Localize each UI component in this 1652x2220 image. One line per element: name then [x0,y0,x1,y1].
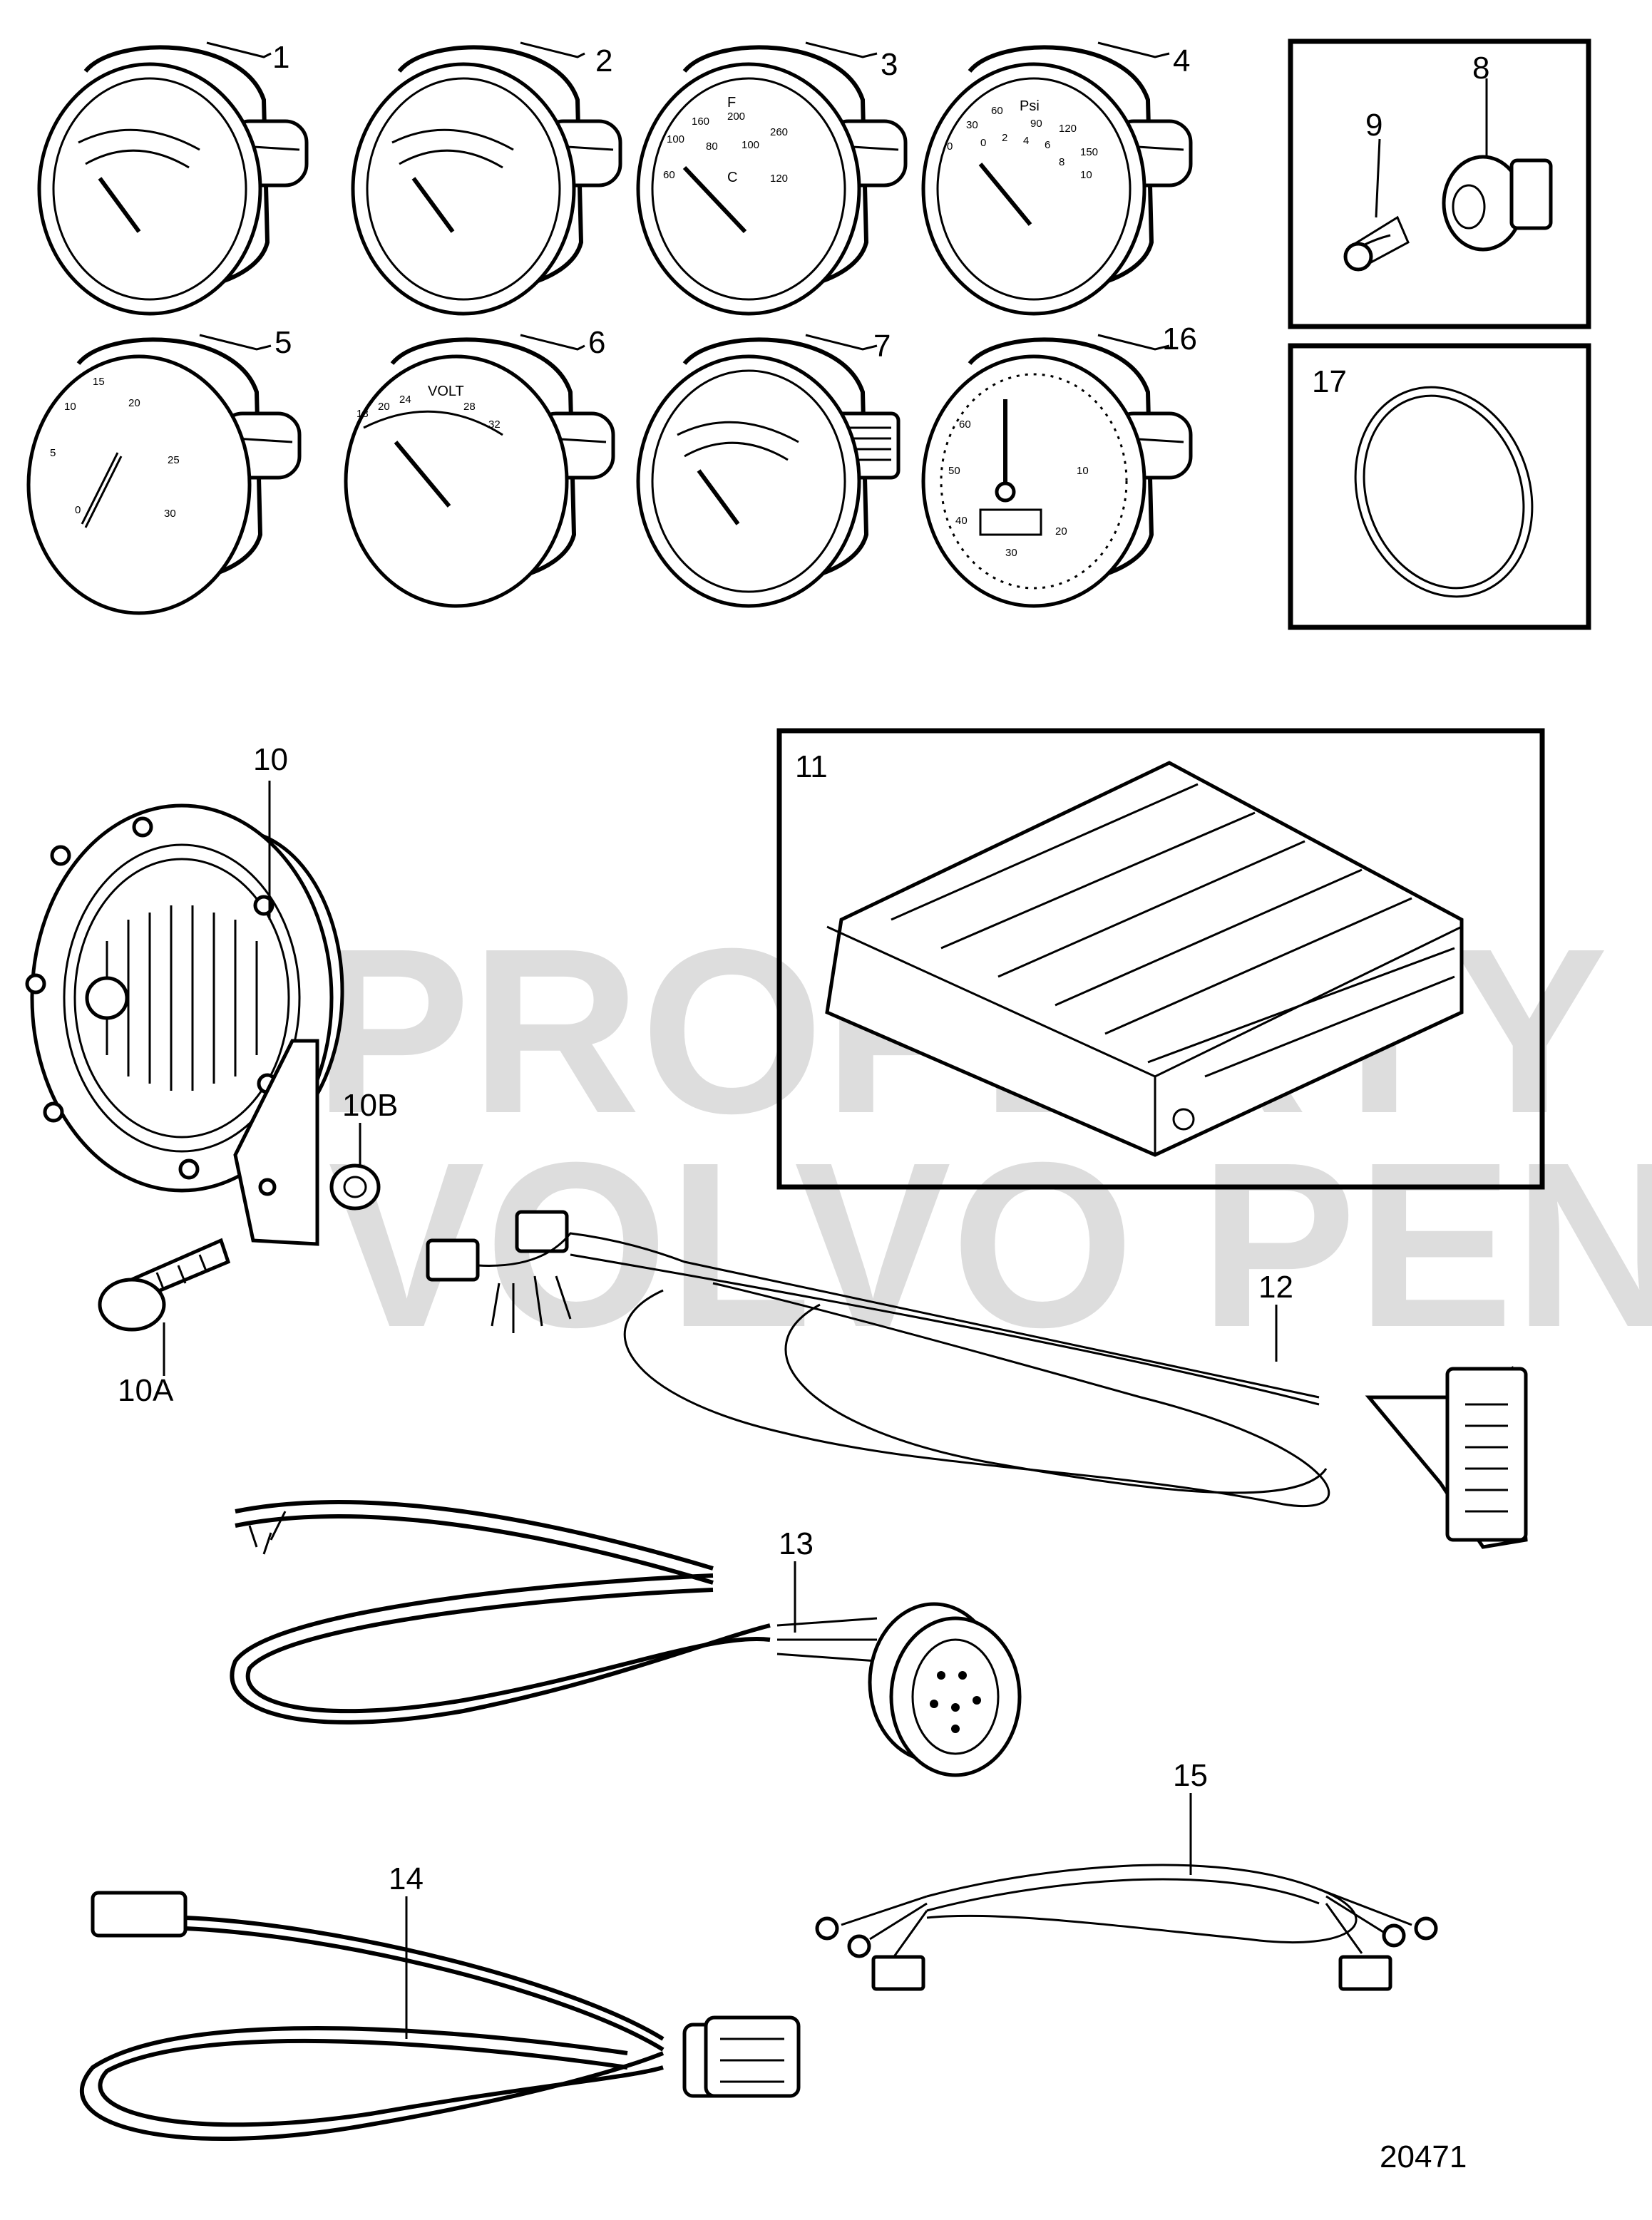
gauge-3-f-tick-3: 260 [770,126,788,138]
gauge-5-tick-15: 15 [93,376,105,388]
harness-14[interactable] [79,1891,801,2142]
drawing-number: 20471 [1380,2139,1467,2174]
harness-13[interactable] [230,1500,1022,1777]
callout-15: 15 [1173,1758,1208,1793]
gauge-5[interactable]: 0 5 10 15 20 25 30 [26,337,302,615]
callout-10a: 10A [118,1373,174,1408]
callouts: 1 2 3 4 8 9 5 6 7 16 17 10 11 10B 10A 12… [118,40,1489,2174]
gauge-7[interactable] [636,337,901,608]
nut-10b[interactable] [329,1163,381,1211]
callout-8: 8 [1472,51,1489,86]
gauge-6-tick-20: 20 [378,401,390,413]
callout-11: 11 [795,749,828,784]
gauge-3-f-tick-2: 200 [727,111,745,123]
gauge-16-tick-50: 50 [948,465,960,477]
gauge-4-inner-4: 6 [1045,139,1050,151]
callout-7: 7 [873,329,891,364]
callout-10b: 10B [342,1088,398,1123]
callout-2: 2 [595,43,612,78]
callout-5: 5 [275,325,292,360]
gauge-3-c-tick-2: 80 [706,140,718,153]
callout-6: 6 [588,325,605,360]
inset-box-seal-ring [1288,343,1591,630]
gauge-6-voltmeter[interactable]: VOLT 18 20 24 28 32 [344,337,615,608]
callout-9: 9 [1365,108,1382,143]
gauge-4-outer-4: 120 [1059,123,1077,135]
gauge-3-f-label: F [727,95,736,111]
gauge-3-low-label: 60 [663,169,675,181]
gauge-2[interactable] [351,45,622,316]
gauge-4-inner-2: 2 [1002,132,1007,144]
leader-lines [163,41,1488,2039]
gauge-5-tick-10: 10 [64,401,76,413]
gauge-4-pressure[interactable]: Psi 30 60 90 120 150 0 0 2 4 6 8 10 [921,45,1193,316]
gauge-16-tick-20: 20 [1055,525,1067,538]
gauge-3-temperature[interactable]: F 160 200 260 100 80 100 120 60 C [636,45,908,316]
gauge-5-tick-20: 20 [128,397,140,409]
gauge-4-outer-2: 60 [991,105,1003,117]
gauge-5-tick-25: 25 [168,454,180,466]
gauge-5-tick-30: 30 [164,508,176,520]
gauge-16-tick-60: 60 [959,418,971,431]
gauge-4-inner-1: 0 [980,137,986,149]
gauge-5-tick-0: 0 [75,504,81,516]
horn[interactable] [25,803,344,1246]
callout-17: 17 [1312,364,1347,399]
callout-14: 14 [389,1861,424,1896]
callout-1: 1 [272,40,289,75]
gauge-4-unit-label: Psi [1020,98,1040,114]
gauge-4-inner-3: 4 [1023,135,1029,147]
gauge-4-inner-6: 10 [1080,169,1092,181]
gauge-6-unit-label: VOLT [428,384,464,399]
gauge-4-inner-5: 8 [1059,156,1064,168]
gauge-16-clock[interactable]: 60 50 40 30 20 10 [921,337,1193,608]
gauge-5-tick-5: 5 [50,447,56,459]
callout-4: 4 [1173,43,1190,78]
gauge-4-outer-3: 90 [1030,118,1042,130]
gauge-16-tick-10: 10 [1077,465,1089,477]
gauge-3-c-label: C [727,170,737,185]
gauge-4-outer-1: 30 [966,119,978,131]
gauge-1[interactable] [37,45,309,316]
callout-16: 16 [1162,322,1197,356]
gauge-3-c-tick-4: 120 [770,173,788,185]
harness-12[interactable] [426,1210,1528,1549]
harness-15[interactable] [815,1864,1438,1991]
inset-box-control-unit [776,728,1545,1190]
gauge-3-c-tick-3: 100 [742,139,759,151]
bolt-10a[interactable] [98,1238,231,1332]
callout-10: 10 [253,742,288,777]
gauge-3-f-tick-1: 160 [692,115,709,128]
gauge-4-outer-5: 150 [1080,146,1098,158]
callout-3: 3 [881,47,898,82]
gauge-6-tick-28: 28 [463,401,476,413]
gauge-6-tick-24: 24 [399,394,411,406]
gauge-16-tick-30: 30 [1005,547,1017,559]
gauge-3-c-tick-1: 100 [667,133,684,145]
gauge-6-tick-18: 18 [356,408,369,420]
gauge-16-tick-40: 40 [955,515,968,527]
inset-box-bulb [1288,38,1591,329]
callout-12: 12 [1258,1270,1293,1305]
callout-13: 13 [779,1526,814,1561]
gauge-4-left-label: 0 [947,140,953,153]
